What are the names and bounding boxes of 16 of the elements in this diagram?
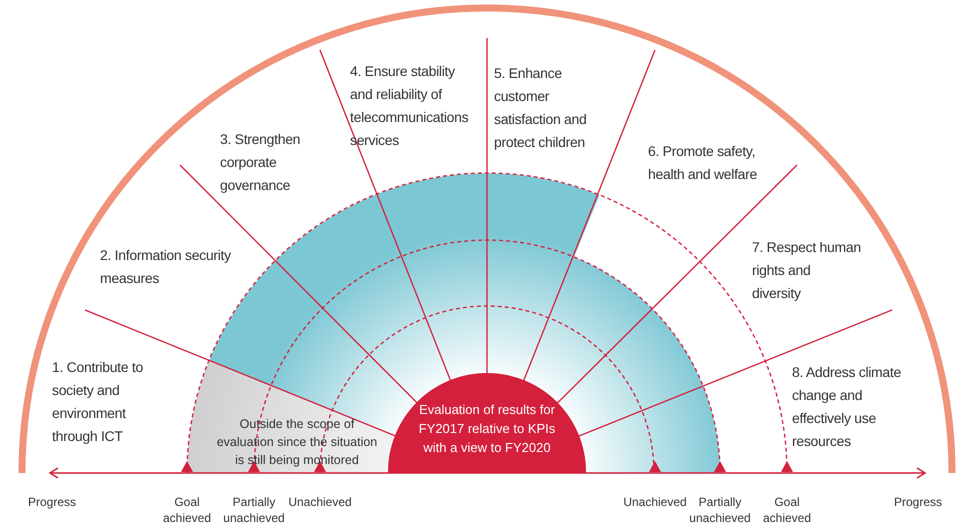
category-label: 6. Promote safety, health and welfare [648, 140, 760, 186]
category-label: 7. Respect human rights and diversity [752, 236, 862, 305]
scale-label: Partially unachieved [688, 494, 752, 526]
category-label: 2. Information security measures [100, 244, 250, 290]
note-text: Outside the scope of evaluation since the situation is still being monitored [214, 415, 380, 469]
scale-label: Unachieved [622, 494, 688, 510]
category-label: 5. Enhance customer satisfaction and protect children [494, 62, 616, 154]
category-label: 1. Contribute to society and environment through ICT [52, 356, 164, 448]
category-label: 8. Address climate change and effectively use resources [792, 361, 917, 453]
scale-label: Progress [892, 494, 944, 510]
category-label: 3. Strengthen corporate governance [220, 128, 320, 197]
scale-label: Goal achieved [162, 494, 212, 526]
scale-label: Goal achieved [762, 494, 812, 526]
scale-label: Partially unachieved [222, 494, 286, 526]
scale-label: Progress [26, 494, 78, 510]
scale-label: Unachieved [287, 494, 353, 510]
